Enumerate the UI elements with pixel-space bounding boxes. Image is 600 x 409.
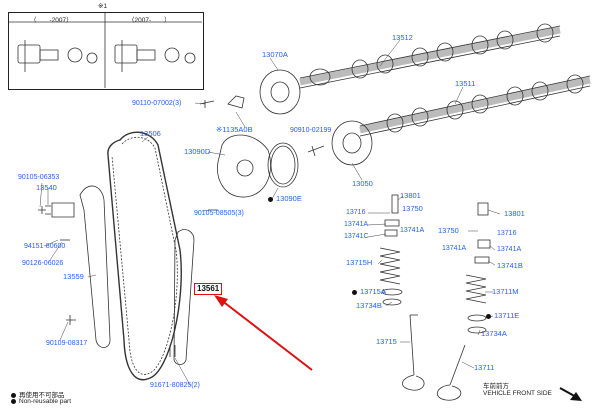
inset-drawing <box>8 12 202 88</box>
callout-arrow <box>214 295 313 371</box>
part-label-91671-80825[interactable]: 91671-80825(2) <box>150 382 200 389</box>
part-label-13741C[interactable]: 13741C <box>344 233 369 240</box>
legend-non-reusable-cn: 再使用不可部品 <box>11 389 65 399</box>
inset-note-mark: ※1 <box>98 3 108 10</box>
part-label-13734B[interactable]: 13734B <box>356 301 382 310</box>
part-label-13715H[interactable]: 13715H <box>346 258 373 267</box>
vehicle-front-arrow <box>559 387 582 401</box>
part-label-13750-b[interactable]: 13750 <box>438 226 459 235</box>
part-label-13741A-a[interactable]: 13741A <box>344 221 369 228</box>
part-label-13741A-c[interactable]: 13741A <box>442 245 467 252</box>
valve-13711-drawing <box>437 344 466 401</box>
non-reusable-dot <box>268 196 273 202</box>
legend-en-text: Non-reusable part <box>19 398 72 405</box>
part-label-135A0B[interactable]: ※1135A0B <box>216 125 253 134</box>
part-label-13070A[interactable]: 13070A <box>262 50 288 59</box>
part-label-90109-08317[interactable]: 90109-08317 <box>46 340 88 347</box>
non-reusable-dot <box>352 289 357 295</box>
part-label-13801-b[interactable]: 13801 <box>504 209 525 218</box>
part-label-13750-a[interactable]: 13750 <box>402 204 423 213</box>
part-label-90126-06026[interactable]: 90126-06026 <box>22 260 64 267</box>
cam-sprocket-13050-drawing <box>331 120 373 166</box>
part-label-13715A-text: 13715A <box>360 287 386 296</box>
part-label-13506[interactable]: 13506 <box>140 129 161 138</box>
part-label-13711E[interactable]: 13711E <box>486 312 519 320</box>
part-label-90105-08505[interactable]: 90105-08505(3) <box>194 210 244 217</box>
part-label-13511[interactable]: 13511 <box>455 79 476 88</box>
chain-damper-13561-drawing <box>173 229 195 365</box>
oring-13090E-drawing <box>267 142 299 188</box>
part-label-13741B[interactable]: 13741B <box>497 261 523 270</box>
inset-column-a: （ -2007） <box>30 17 73 24</box>
vehicle-front-en: VEHICLE FRONT SIDE <box>483 390 552 397</box>
part-label-13716-a[interactable]: 13716 <box>346 209 366 216</box>
timing-chain-13506-drawing <box>107 131 182 381</box>
part-label-13711[interactable]: 13711 <box>474 363 495 372</box>
legend-dot <box>11 398 16 404</box>
part-label-13716-b[interactable]: 13716 <box>497 230 517 237</box>
part-label-13711E-text: 13711E <box>494 311 520 320</box>
part-label-13734A[interactable]: 13734A <box>481 329 507 338</box>
legend-dot <box>11 392 16 398</box>
part-label-90105-06353[interactable]: 90105-06353 <box>18 174 60 181</box>
part-label-13540[interactable]: 13540 <box>36 183 57 192</box>
part-label-90110-07002[interactable]: 90110-07002(3) <box>132 100 182 107</box>
part-label-13512[interactable]: 13512 <box>392 33 413 42</box>
valve-spring-13715H-drawing <box>379 247 401 285</box>
part-label-13711M[interactable]: 13711M <box>492 287 519 296</box>
non-reusable-dot <box>486 313 491 319</box>
part-label-13090E[interactable]: 13090E <box>268 195 302 203</box>
part-label-13050[interactable]: 13050 <box>352 179 373 188</box>
valve-spring-13711M-drawing <box>465 274 487 304</box>
part-label-13801-a[interactable]: 13801 <box>400 191 421 200</box>
camshaft-13512-drawing <box>299 23 561 89</box>
legend-cn-text: 再使用不可部品 <box>19 392 65 399</box>
inset-column-b: （2007- ） <box>128 17 171 24</box>
part-label-13090D[interactable]: 13090D <box>184 147 211 156</box>
part-label-90910-02199[interactable]: 90910-02199 <box>290 127 332 134</box>
part-label-13559[interactable]: 13559 <box>63 272 84 281</box>
valve-13715-drawing <box>402 314 425 391</box>
part-label-13715[interactable]: 13715 <box>376 337 397 346</box>
cam-sprocket-13070A-drawing <box>259 69 301 115</box>
part-label-13741A-b[interactable]: 13741A <box>400 227 425 234</box>
camshaft-13511-drawing <box>359 74 591 137</box>
part-label-13715A[interactable]: 13715A <box>352 288 386 296</box>
vehicle-front-cn: 车前前方 <box>483 383 509 390</box>
chain-slipper-13559-drawing <box>79 185 111 348</box>
legend-non-reusable-en: Non-reusable part <box>11 398 71 405</box>
part-label-13741A-d[interactable]: 13741A <box>497 246 522 253</box>
cover-13090D-drawing <box>217 134 271 198</box>
part-label-94151-80600[interactable]: 94151-80600 <box>24 243 66 250</box>
inset-box <box>8 12 204 90</box>
part-label-13090E-text: 13090E <box>276 194 302 203</box>
part-label-13561-highlighted[interactable]: 13561 <box>194 283 223 295</box>
